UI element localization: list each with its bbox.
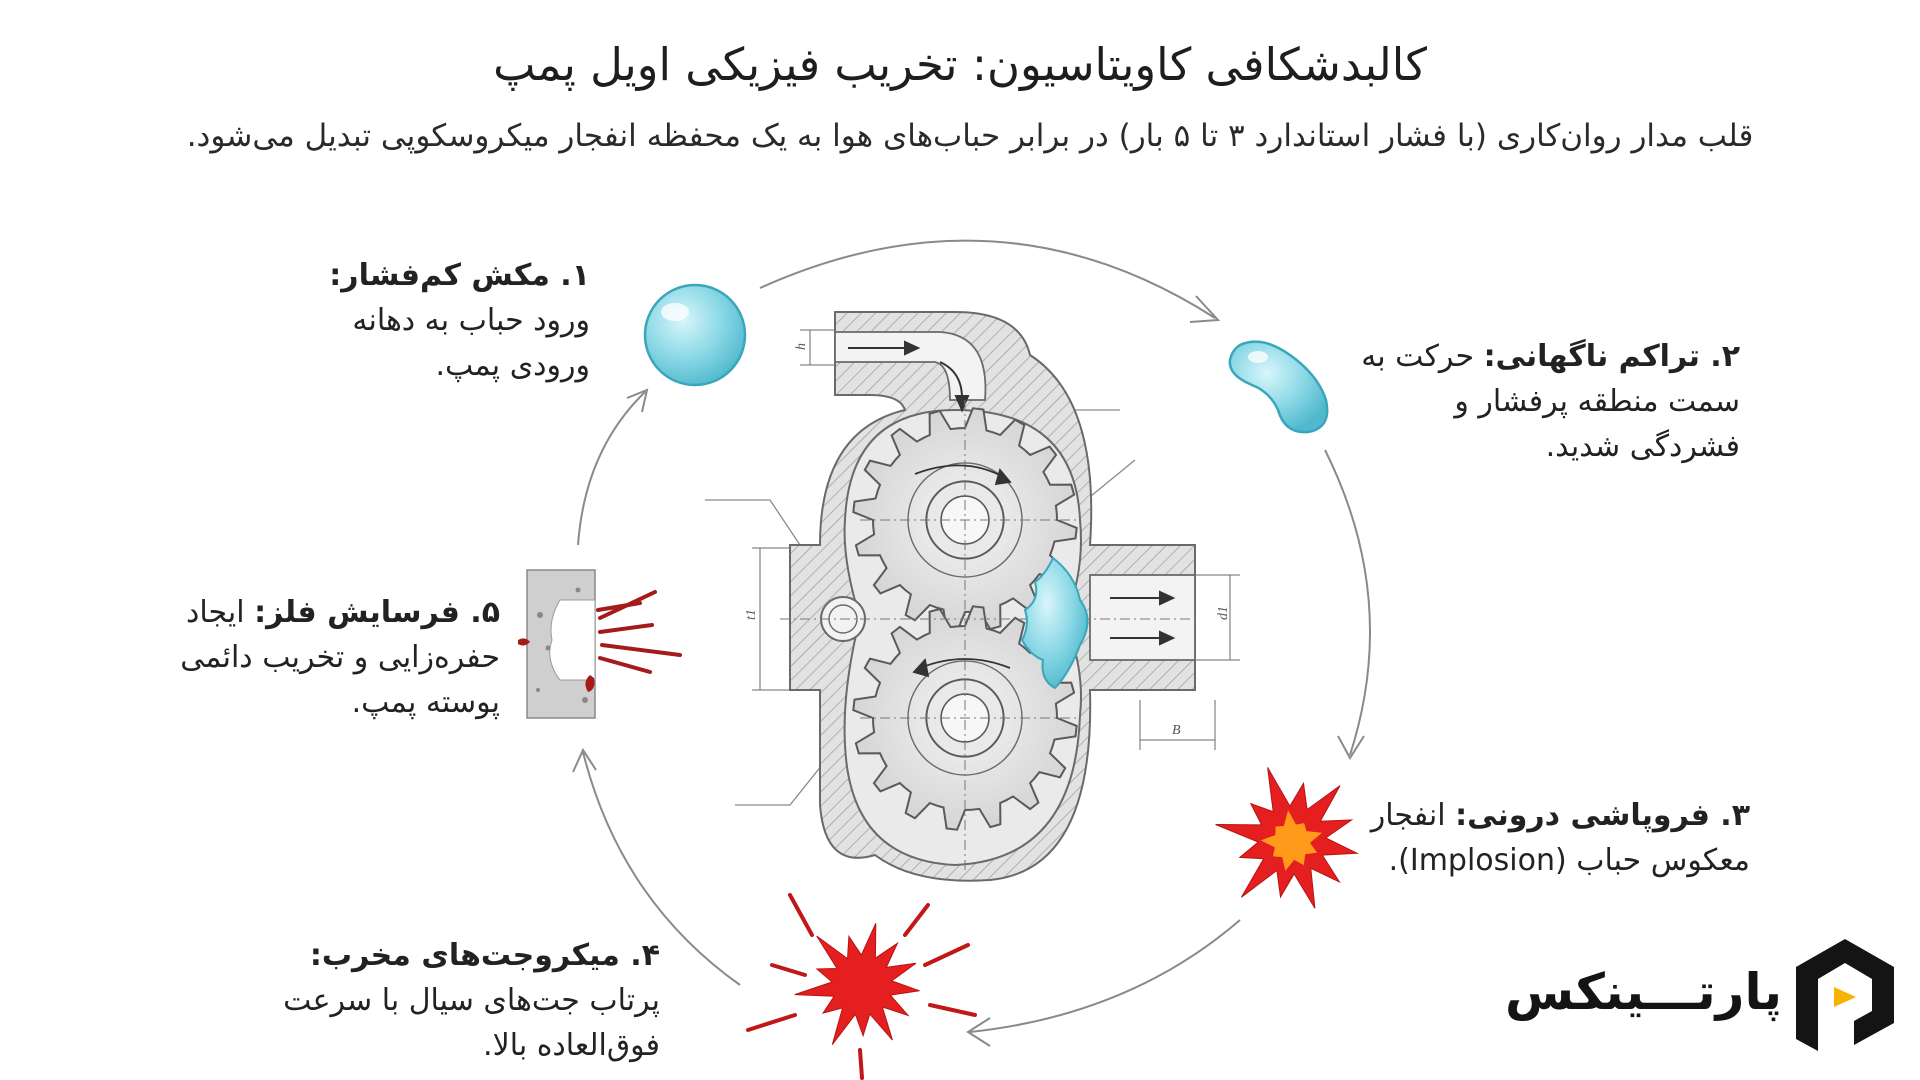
leader-line-left-top xyxy=(705,499,811,561)
arrowhead-4 xyxy=(966,1017,991,1047)
step-4-description: پرتاب جت‌های سیال با سرعت فوق‌العاده بال… xyxy=(283,983,660,1063)
step-2-heading: ۲. تراکم ناگهانی: xyxy=(1483,339,1740,374)
leader-line-left-bottom xyxy=(735,754,831,806)
dim-label-h: h xyxy=(794,343,809,350)
flow-arrows xyxy=(848,340,1176,646)
step-2-description: حرکت به سمت منطقه پرفشار و فشردگی شدید. xyxy=(1361,339,1740,464)
arc-1-to-2 xyxy=(759,239,1216,319)
step-1-label: ۱. مکش کم‌فشار: ورود حباب به دهانه ورودی… xyxy=(270,253,590,388)
dim-label-t1: t1 xyxy=(744,609,759,620)
erosion-jets xyxy=(596,590,682,674)
rotation-arrows xyxy=(912,464,1012,678)
arrowhead-1 xyxy=(626,388,649,413)
step-1-heading: ۱. مکش کم‌فشار: xyxy=(329,258,590,293)
page-subtitle: قلب مدار روان‌کاری (با فشار استاندارد ۳ … xyxy=(186,118,1754,154)
page-title: کالبدشکافی کاویتاسیون: تخریب فیزیکی اویل… xyxy=(493,38,1427,91)
brand-logo: پارتـــینکس xyxy=(1505,935,1900,1055)
step-2-label: ۲. تراکم ناگهانی: حرکت به سمت منطقه پرفش… xyxy=(1360,334,1740,469)
microjet-rays xyxy=(746,893,977,1080)
arrowhead-2 xyxy=(1189,295,1221,323)
dim-label-d1: d1 xyxy=(1216,606,1231,620)
brand-logo-icon xyxy=(1796,939,1894,1051)
step-1-description: ورود حباب به دهانه ورودی پمپ. xyxy=(352,303,590,383)
step-3-label: ۳. فروپاشی درونی: انفجار معکوس حباب (Imp… xyxy=(1370,793,1750,883)
brand-logo-text: پارتـــینکس xyxy=(1505,963,1782,1021)
squeezed-bubble xyxy=(1228,340,1329,434)
step-4-label: ۴. میکروجت‌های مخرب: پرتاب جت‌های سیال ب… xyxy=(220,933,660,1068)
dim-label-b: B xyxy=(1172,723,1181,738)
microjet-burst-icon xyxy=(794,923,920,1045)
step-3-description: انفجار معکوس حباب (Implosion). xyxy=(1370,798,1750,878)
compressed-bubble xyxy=(1020,556,1089,690)
arc-5-to-1 xyxy=(577,391,646,546)
step-5-heading: ۵. فرسایش فلز: xyxy=(254,595,500,630)
step-3-heading: ۳. فروپاشی درونی: xyxy=(1455,798,1750,833)
step-5-description: ایجاد حفره‌زایی و تخریب دائمی پوسته پمپ. xyxy=(180,595,500,720)
implosion-core-icon xyxy=(1260,810,1322,871)
center-lines xyxy=(780,400,1200,870)
dimension-lines xyxy=(752,329,1240,750)
eroded-metal-icon xyxy=(518,569,596,719)
outlet-channel xyxy=(1089,574,1196,661)
arc-4-to-5 xyxy=(582,751,741,986)
arrowhead-3 xyxy=(1337,735,1365,760)
arrowhead-5 xyxy=(572,747,597,773)
spherical-bubble xyxy=(643,283,747,387)
arc-2-to-3 xyxy=(1324,449,1371,756)
step-4-heading: ۴. میکروجت‌های مخرب: xyxy=(309,938,660,973)
arc-3-to-4 xyxy=(969,919,1241,1033)
step-5-label: ۵. فرسایش فلز: ایجاد حفره‌زایی و تخریب د… xyxy=(170,590,500,725)
cycle-arrows xyxy=(572,239,1371,1047)
